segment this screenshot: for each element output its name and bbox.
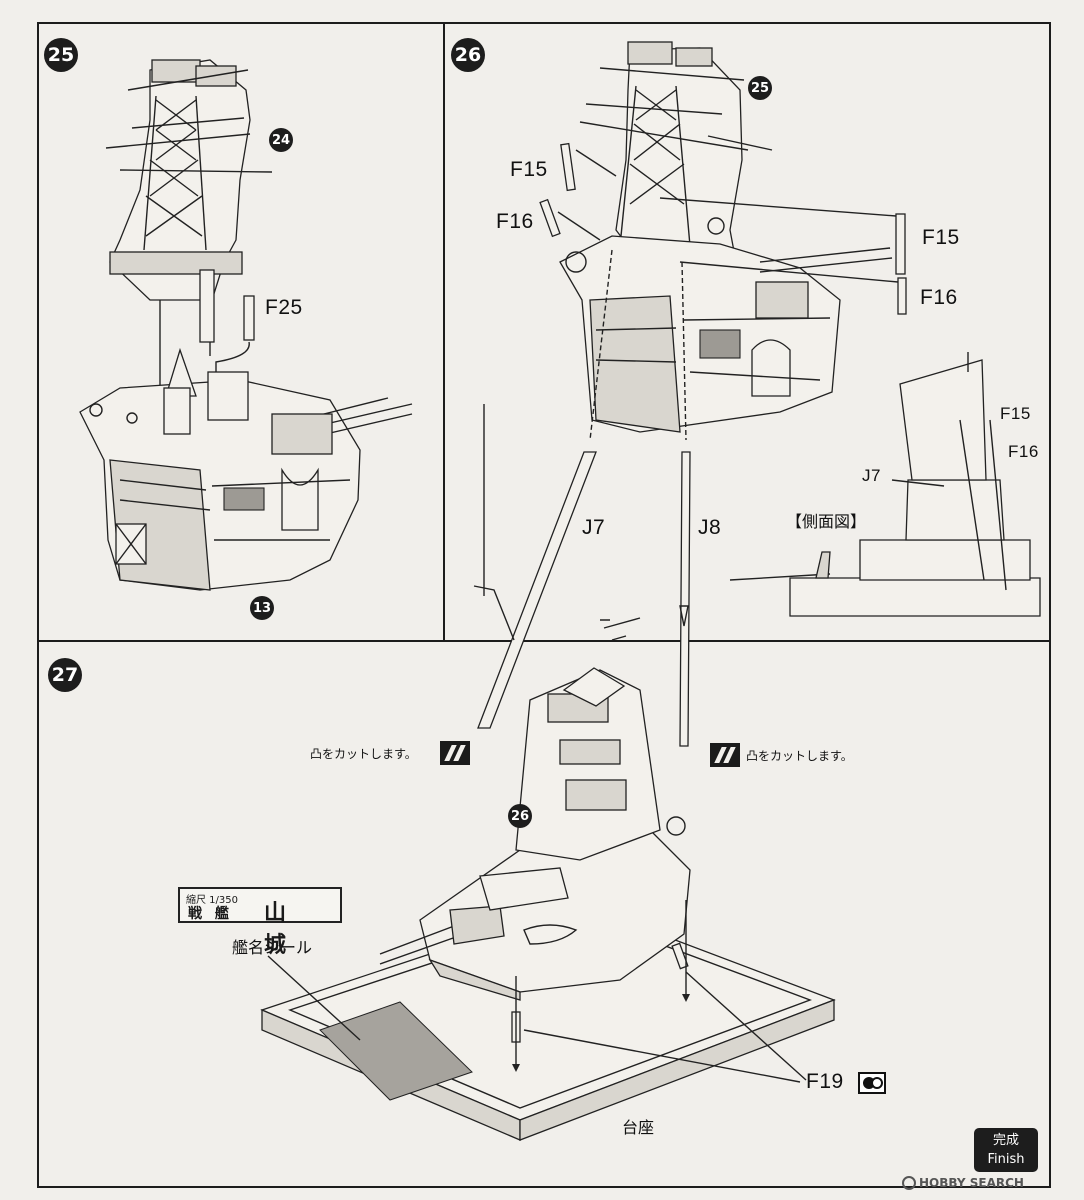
step-number-badge: 27	[48, 658, 82, 692]
stand-label: 台座	[622, 1118, 655, 1137]
part-f19-pieces	[511, 900, 807, 1083]
side-view-label-f16: F16	[1008, 442, 1039, 461]
watermark: HOBBY SEARCH	[902, 1176, 1024, 1190]
step-number-badge: 25	[44, 38, 78, 72]
step-26-panel	[443, 22, 1051, 642]
part-f25-ladder	[215, 295, 255, 412]
part-label-f19: F19	[806, 1070, 844, 1093]
hull-section	[559, 217, 893, 433]
pagoda-mast-assembly	[579, 41, 773, 263]
side-view-label-f15: F15	[1000, 404, 1031, 423]
rod-j7-j8	[473, 249, 691, 747]
step-ref-badge: 25	[748, 76, 772, 100]
step-ref-badge: 26	[508, 804, 532, 828]
cut-instruction-right: 凸をカットします。	[746, 749, 853, 763]
step-ref-badge: 24	[269, 128, 293, 152]
cut-icon	[440, 741, 470, 765]
assembled-ship-superstructure	[379, 617, 691, 1001]
nameplate-scale: 縮尺 1/350	[186, 895, 238, 906]
watermark-text: HOBBY SEARCH	[919, 1176, 1024, 1190]
part-label-f16: F16	[920, 286, 958, 309]
paint-color-icon	[858, 1072, 886, 1094]
part-label-f16: F16	[496, 210, 534, 233]
nameplate-type: 戦 艦	[188, 906, 233, 922]
finish-badge-en: Finish	[987, 1152, 1025, 1167]
side-view-label-j7: J7	[862, 466, 881, 485]
pagoda-mast-assembly	[105, 59, 273, 410]
nameplate-sticker-label: 艦名シール	[232, 938, 313, 957]
part-label-f15: F15	[510, 158, 548, 181]
finish-badge-jp: 完成	[992, 1133, 1019, 1148]
parts-f15-f16	[539, 142, 907, 315]
step-number-badge: 26	[451, 38, 485, 72]
part-label-j7: J7	[582, 516, 606, 539]
side-view-title: 【側面図】	[786, 512, 867, 531]
part-label-f25: F25	[265, 296, 303, 319]
side-view-diagram	[729, 352, 1041, 617]
hobby-search-logo-icon	[902, 1176, 916, 1190]
forward-superstructure-13	[79, 347, 413, 591]
finish-badge: 完成 Finish	[974, 1128, 1038, 1172]
ship-nameplate: 縮尺 1/350 戦 艦 山 城	[178, 887, 342, 958]
nameplate-name: 山 城	[264, 900, 297, 958]
step-ref-badge: 13	[250, 596, 274, 620]
step-27-panel	[37, 640, 1051, 1188]
part-label-f15: F15	[922, 226, 960, 249]
display-stand	[260, 903, 836, 1141]
part-label-j8: J8	[698, 516, 722, 539]
cut-instruction-left: 凸をカットします。	[310, 747, 417, 761]
cut-icon	[710, 743, 740, 767]
